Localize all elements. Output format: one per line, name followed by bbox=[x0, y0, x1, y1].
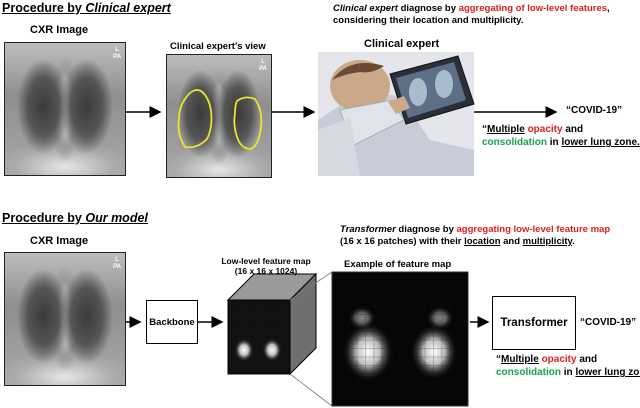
feature-map-label: Low-level feature map (16 x 16 x 1024) bbox=[221, 256, 311, 276]
example-feature-map-label: Example of feature map bbox=[344, 259, 452, 270]
bottom-output-label: “COVID-19” bbox=[580, 317, 637, 328]
top-expert-label: Clinical expert bbox=[364, 38, 440, 50]
clinical-expert-illustration bbox=[318, 52, 475, 176]
transformer-label: Transformer bbox=[500, 317, 568, 329]
top-heading: Procedure by Clinical expert bbox=[2, 1, 171, 15]
lesion-outline-overlay bbox=[177, 89, 263, 150]
bottom-description: Transformer diagnose by aggregating low-… bbox=[340, 224, 611, 247]
backbone-label: Backbone bbox=[149, 316, 195, 328]
example-feature-map bbox=[331, 271, 469, 407]
top-view-label: Clinical expert's view bbox=[170, 41, 266, 52]
bottom-heading: Procedure by Our model bbox=[2, 211, 148, 225]
projection-line-bottom bbox=[289, 373, 333, 407]
top-description: Clinical expert diagnose by aggregating … bbox=[333, 3, 610, 26]
top-finding-quote: “Multiple opacity and consolidation in l… bbox=[482, 124, 640, 148]
projection-line-top bbox=[289, 271, 333, 301]
bottom-finding-quote: “Multiple opacity and consolidation in l… bbox=[496, 354, 640, 378]
right-lung-outline bbox=[233, 96, 263, 150]
top-output-label: “COVID-19” bbox=[566, 105, 623, 116]
transformer-box: Transformer bbox=[492, 296, 576, 350]
feature-map-cube bbox=[226, 272, 318, 376]
backbone-box: Backbone bbox=[146, 300, 198, 344]
top-cxr-label: CXR Image bbox=[30, 24, 89, 36]
bottom-cxr-label: CXR Image bbox=[30, 235, 89, 247]
left-lung-outline bbox=[177, 89, 213, 149]
